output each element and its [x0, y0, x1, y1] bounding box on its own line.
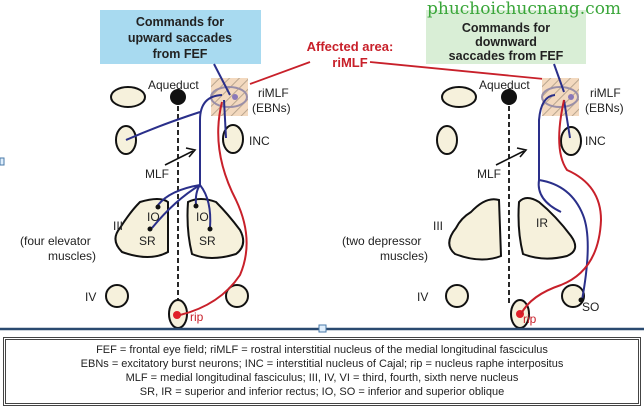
- iv-label-right: IV: [417, 290, 428, 304]
- upward-box-line3: from FEF: [153, 47, 208, 61]
- upward-box-line2: upward saccades: [128, 31, 232, 45]
- abbreviation-legend: FEF = frontal eye field; riMLF = rostral…: [3, 337, 641, 406]
- ebns-label: (EBNs): [252, 101, 291, 115]
- ir-label: IR: [536, 216, 548, 230]
- inc-label: INC: [249, 134, 270, 148]
- right-panel-downward: Commands for downward saccades from FEF: [342, 10, 624, 329]
- nucleus-iii-desc-right-2: muscles): [380, 249, 428, 263]
- resize-handle[interactable]: [318, 324, 327, 333]
- upward-pathways: [125, 63, 231, 229]
- mlf-label-right: MLF: [477, 167, 501, 181]
- downward-box-line2: downward: [475, 35, 537, 49]
- upward-rip-pathway: [179, 101, 248, 316]
- downward-box-line3: saccades from FEF: [449, 49, 564, 63]
- io-right-label: IO: [196, 210, 209, 224]
- legend-line: EBNs = excitatory burst neurons; INC = i…: [80, 358, 564, 370]
- legend-line: MLF = medial longitudinal fasciculus; II…: [125, 372, 519, 384]
- upward-box-line1: Commands for: [136, 15, 224, 29]
- resize-handle-left[interactable]: [0, 157, 5, 166]
- inc-label-right: INC: [585, 134, 606, 148]
- nucleus-iii-desc-right-1: (two depressor: [342, 234, 421, 248]
- nucleus-iii-label-right: III: [433, 219, 443, 233]
- affected-area-line1: Affected area:: [307, 39, 394, 54]
- ebns-label-right: (EBNs): [585, 101, 624, 115]
- sr-left-label: SR: [139, 234, 156, 248]
- aqueduct-label: Aqueduct: [148, 78, 199, 92]
- affected-area-line2: riMLF: [332, 55, 367, 70]
- iv-label: IV: [85, 290, 96, 304]
- downward-box-line1: Commands for: [462, 21, 550, 35]
- affected-area-callout: Affected area: riMLF: [249, 39, 545, 85]
- sr-right-label: SR: [199, 234, 216, 248]
- nucleus-iii-label: III: [113, 219, 123, 233]
- upward-command-box: [100, 10, 261, 64]
- downward-command-box: [426, 10, 586, 64]
- mlf-label: MLF: [145, 167, 169, 181]
- nucleus-iii-desc-1: (four elevator: [20, 234, 91, 248]
- rip-label-right: rip: [523, 312, 537, 326]
- left-panel-upward: Commands for upward saccades from FEF Aq…: [20, 10, 291, 329]
- legend-line: SR, IR = superior and inferior rectus; I…: [139, 386, 505, 398]
- rimlf-label: riMLF: [258, 86, 289, 100]
- aqueduct-label-right: Aqueduct: [479, 78, 530, 92]
- so-label: SO: [582, 300, 599, 314]
- nucleus-iii-desc-2: muscles): [48, 249, 96, 263]
- rimlf-label-right: riMLF: [590, 86, 621, 100]
- rip-label: rip: [190, 310, 204, 324]
- legend-line: FEF = frontal eye field; riMLF = rostral…: [96, 344, 548, 356]
- watermark: phuchoichucnang.com: [427, 0, 621, 19]
- io-left-label: IO: [147, 210, 160, 224]
